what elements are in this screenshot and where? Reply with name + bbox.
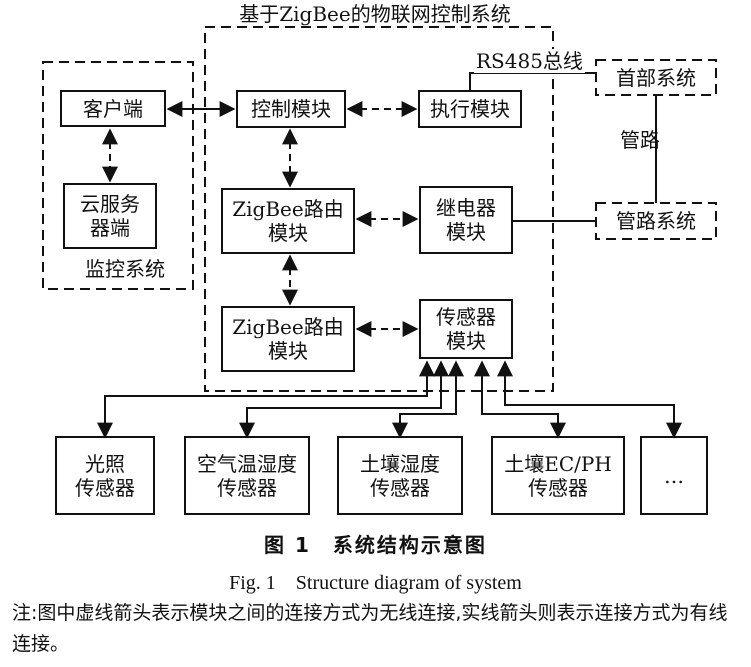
zigbee-router-1-label-line2: 模块 bbox=[268, 221, 308, 245]
wired-arrow-soil-humidity bbox=[392, 360, 464, 439]
more-sensor-label: … bbox=[664, 463, 684, 488]
system-diagram bbox=[42, 26, 717, 515]
soil-humidity-sensor-label-line2: 传感器 bbox=[370, 475, 430, 500]
pipe-system-node: 管路系统 bbox=[596, 203, 716, 239]
wired-arrow-more bbox=[497, 360, 682, 439]
air-sensor-label-line2: 传感器 bbox=[217, 475, 277, 500]
cloud-server-box bbox=[63, 183, 157, 249]
relay-module-label-line1: 继电器 bbox=[436, 196, 496, 220]
sensor-module-box bbox=[419, 299, 513, 359]
sensor-module-label-line1: 传感器 bbox=[436, 305, 496, 329]
air-sensor-label-line1: 空气温湿度 bbox=[197, 451, 297, 476]
control-module-box bbox=[236, 90, 346, 128]
monitor-system-title: 监控系统 bbox=[85, 257, 165, 281]
more-sensor-node: … bbox=[641, 437, 707, 514]
relay-module-label-line2: 模块 bbox=[446, 220, 486, 244]
figure-note: 注:图中虚线箭头表示模块之间的连接方式为无线连接,实线箭头则表示连接方式为有线连… bbox=[12, 602, 728, 655]
zigbee-system-title: 基于ZigBee的物联网控制系统 bbox=[239, 2, 511, 26]
monitor-system-region bbox=[42, 61, 194, 290]
air-sensor-node: 空气温湿度 传感器 bbox=[185, 437, 309, 514]
client-label: 客户端 bbox=[83, 96, 143, 121]
figure-caption-cn: 图 1 系统结构示意图 bbox=[264, 533, 487, 557]
cloud-server-label-line1: 云服务 bbox=[80, 192, 140, 216]
rs485-bus-label: RS485总线 bbox=[474, 49, 585, 73]
relay-module-node: 继电器 模块 bbox=[420, 187, 512, 253]
exec-module-node: 执行模块 bbox=[419, 91, 521, 127]
head-system-node: 首部系统 bbox=[596, 60, 716, 95]
client-box bbox=[60, 90, 166, 127]
zigbee-router-2-label-line1: ZigBee路由 bbox=[232, 315, 344, 339]
pipe-label: 管路 bbox=[620, 128, 660, 152]
wired-arrow-air bbox=[239, 360, 449, 439]
soil-ecph-sensor-label-line2: 传感器 bbox=[528, 475, 588, 500]
wired-arrow-light bbox=[97, 360, 435, 439]
light-sensor-label-line1: 光照 bbox=[85, 451, 125, 476]
pipe-system-label: 管路系统 bbox=[616, 209, 696, 233]
control-module-node: 控制模块 bbox=[237, 91, 345, 127]
zigbee-router-1-node: ZigBee路由 模块 bbox=[222, 189, 354, 253]
figure-caption-en: Fig. 1 Structure diagram of system bbox=[229, 572, 522, 594]
soil-humidity-sensor-node: 土壤湿度 传感器 bbox=[338, 437, 462, 514]
soil-ecph-sensor-label-line1: 土壤EC/PH bbox=[504, 451, 612, 476]
sensor-module-node: 传感器 模块 bbox=[420, 300, 512, 358]
cloud-server-node: 云服务 器端 bbox=[64, 184, 156, 248]
sensor-module-label-line2: 模块 bbox=[446, 329, 486, 353]
client-node: 客户端 bbox=[61, 91, 165, 126]
control-module-label: 控制模块 bbox=[251, 97, 331, 121]
soil-humidity-sensor-label-line1: 土壤湿度 bbox=[360, 451, 440, 476]
wired-arrow-soil-ecph bbox=[474, 360, 566, 439]
soil-ecph-sensor-node: 土壤EC/PH 传感器 bbox=[492, 437, 624, 514]
zigbee-router-1-box bbox=[221, 188, 355, 254]
exec-module-label: 执行模块 bbox=[430, 97, 510, 121]
rs485-bus-line bbox=[469, 72, 596, 91]
zigbee-router-1-label-line1: ZigBee路由 bbox=[232, 197, 344, 221]
zigbee-router-2-node: ZigBee路由 模块 bbox=[222, 307, 354, 371]
cloud-server-label-line2: 器端 bbox=[90, 216, 130, 240]
light-sensor-node: 光照 传感器 bbox=[56, 437, 154, 514]
head-system-label: 首部系统 bbox=[616, 65, 696, 90]
light-sensor-label-line2: 传感器 bbox=[75, 475, 135, 500]
zigbee-router-2-label-line2: 模块 bbox=[268, 339, 308, 363]
